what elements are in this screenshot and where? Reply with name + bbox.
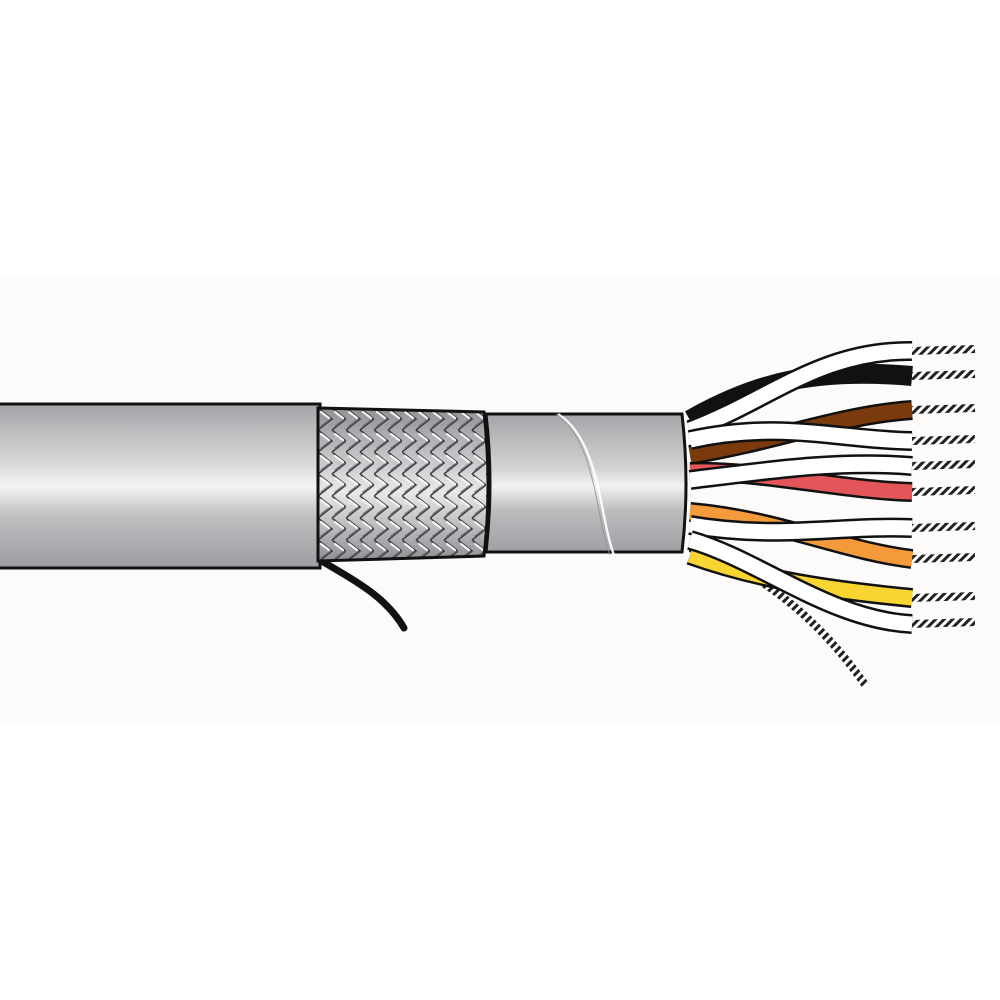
brown-white-pair-white-wire [688,423,913,449]
strand-7 [911,522,976,532]
conductor-strands [688,345,976,689]
wire-pairs [685,340,914,634]
strand-5 [911,460,976,470]
strand-6 [911,486,976,496]
strand-3 [911,404,976,414]
strand-4 [911,435,976,445]
orange-white-pair-white-wire [688,517,913,540]
foil-shield [484,412,688,556]
yellow-white-pair-white-wire [687,532,913,632]
drain-wire [316,556,408,632]
outer-jacket [0,402,322,570]
black-white-pair-white-wire [687,343,913,438]
strand-1 [911,345,976,355]
strand-10 [911,618,976,628]
strand-9 [911,592,976,602]
braid-shield [316,406,490,563]
strand-8 [911,553,976,563]
strand-2 [911,370,976,380]
red-white-pair-white-wire [689,456,913,488]
